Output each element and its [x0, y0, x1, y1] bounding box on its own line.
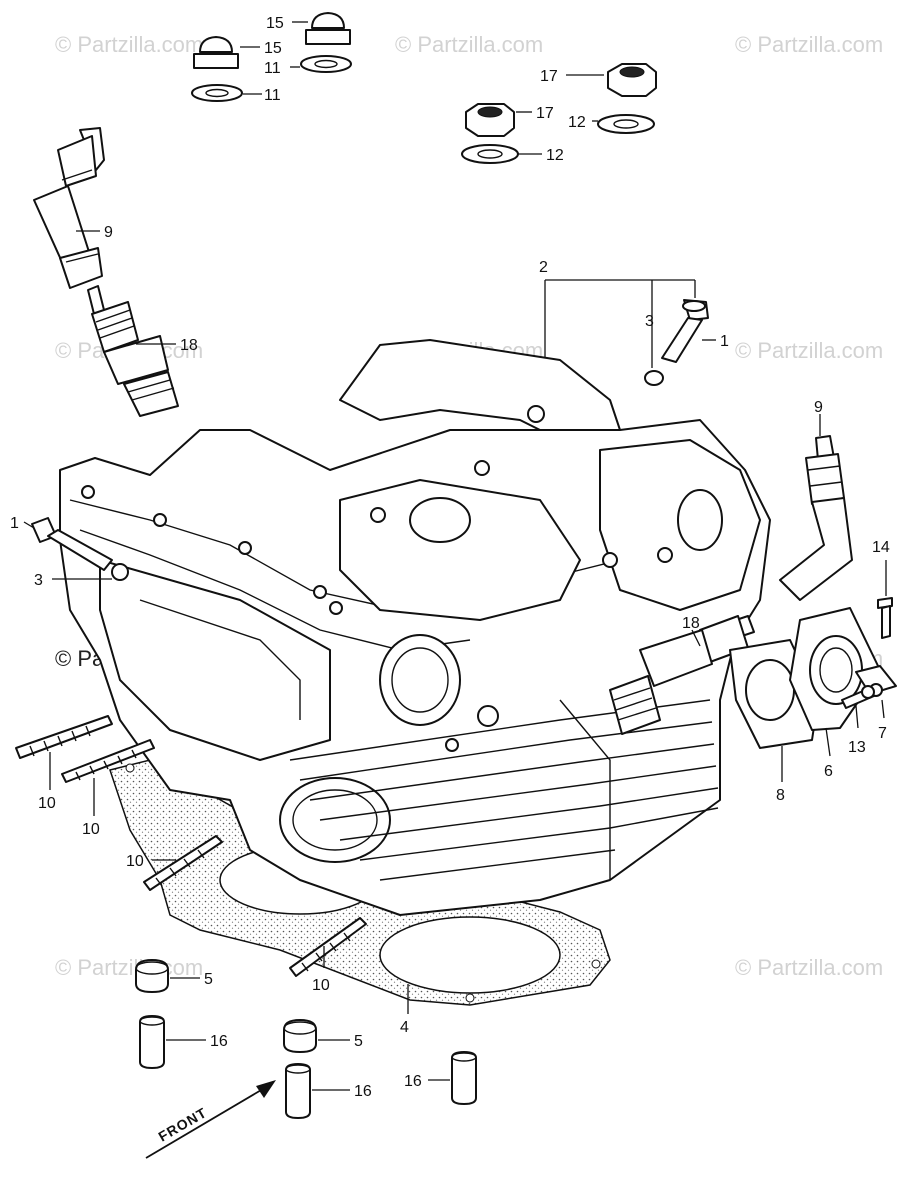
callout-5-center: 5	[354, 1033, 363, 1050]
stud-10-a	[15, 715, 113, 759]
callout-3-upper: 3	[645, 313, 654, 330]
cap-nut-15-upper	[305, 12, 351, 45]
o-ring-3-upper-right	[644, 370, 664, 386]
watermark-text: © Partzilla.com	[55, 32, 203, 57]
bolt-1-left	[31, 517, 113, 571]
washer-11-lower	[191, 84, 243, 102]
stud-10-d	[289, 917, 367, 977]
callout-1-left: 1	[10, 515, 19, 532]
watermark-text: © Partzilla.com	[735, 338, 883, 363]
callout-16-left: 16	[210, 1033, 228, 1050]
callout-4: 4	[400, 1019, 409, 1036]
screw-13	[841, 685, 875, 709]
pin-16-right	[451, 1051, 477, 1105]
callout-6: 6	[824, 763, 833, 780]
callout-3-left: 3	[34, 572, 43, 589]
callout-18-left: 18	[180, 337, 198, 354]
washer-12-lower	[461, 144, 519, 164]
callout-12-upper: 12	[568, 114, 586, 131]
callout-15-upper: 15	[266, 15, 284, 32]
pin-16-left	[139, 1015, 165, 1069]
screw-14	[877, 597, 893, 639]
watermark-text: © Partzilla.com	[55, 955, 203, 980]
callout-1-upper: 1	[720, 333, 729, 350]
pin-16-center	[285, 1063, 311, 1119]
arrow-head-icon	[256, 1080, 276, 1098]
spark-plug-cap-9-right	[779, 435, 853, 601]
watermark-text: © Partzilla.com	[735, 32, 883, 57]
nut-17-upper	[607, 63, 657, 97]
cap-nut-15-lower	[193, 36, 239, 69]
nut-17-lower	[465, 103, 515, 137]
callout-8: 8	[776, 787, 785, 804]
watermark-text: © Partzilla.com	[395, 32, 543, 57]
bolt-1-upper-right	[661, 299, 709, 363]
cylinder-head-body	[59, 339, 771, 916]
stud-10-b	[61, 739, 155, 783]
callout-10-d: 10	[312, 977, 330, 994]
callout-9-right: 9	[814, 399, 823, 416]
front-direction-arrow: FRONT	[145, 1080, 276, 1159]
callout-15-lower: 15	[264, 40, 282, 57]
callout-17-upper: 17	[540, 68, 558, 85]
stud-10-c	[143, 835, 223, 891]
callout-18-right: 18	[682, 615, 700, 632]
callout-5-left: 5	[204, 971, 213, 988]
callout-12-lower: 12	[546, 147, 564, 164]
washer-12-upper	[597, 114, 655, 134]
spark-plug-cap-9-left	[33, 127, 105, 289]
dowel-5-left	[135, 959, 169, 993]
callout-17-lower: 17	[536, 105, 554, 122]
callout-9-left: 9	[104, 224, 113, 241]
callout-16-center: 16	[354, 1083, 372, 1100]
watermark-text: © Partzilla.com	[735, 955, 883, 980]
washer-11-upper	[300, 55, 352, 73]
dowel-5-center	[283, 1019, 317, 1053]
callout-16-right: 16	[404, 1073, 422, 1090]
callout-11-upper: 11	[264, 60, 281, 77]
callout-7: 7	[878, 725, 887, 742]
callout-11-lower: 11	[264, 87, 281, 104]
spark-plug-18-left	[87, 285, 179, 417]
callout-10-c: 10	[126, 853, 144, 870]
callout-14: 14	[872, 539, 890, 556]
callout-10-a: 10	[38, 795, 56, 812]
callout-10-b: 10	[82, 821, 100, 838]
callout-2: 2	[539, 259, 548, 276]
callout-13: 13	[848, 739, 866, 756]
